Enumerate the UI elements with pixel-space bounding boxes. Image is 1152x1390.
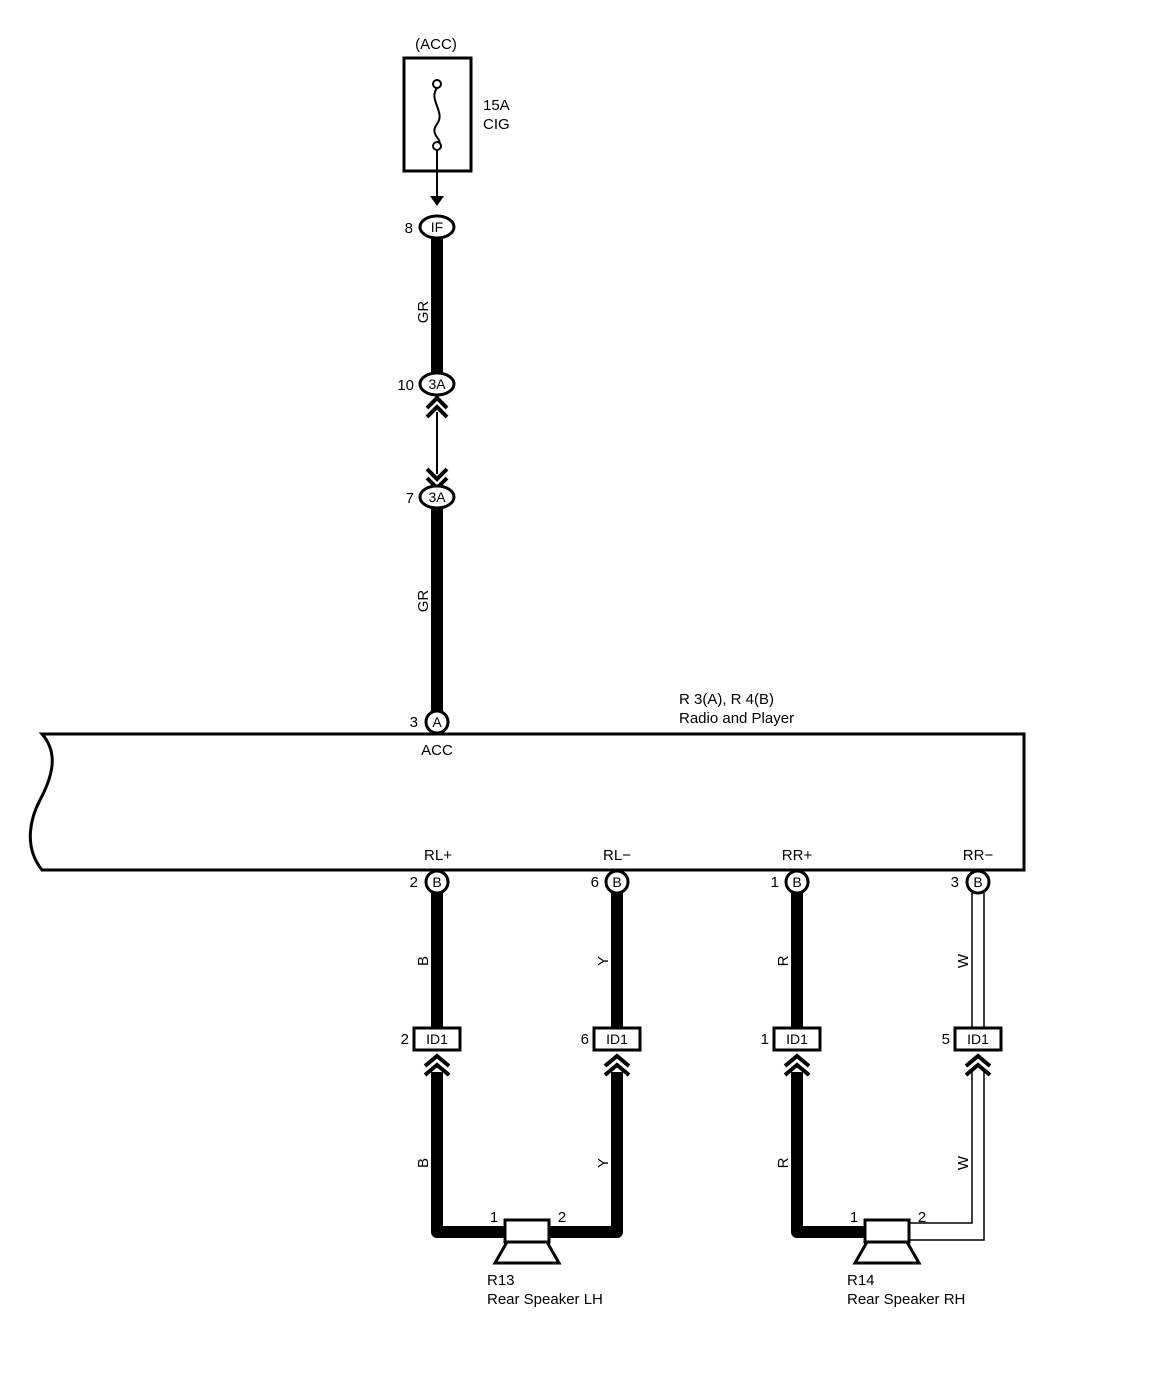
speaker-rh-cone-icon [852,1240,922,1265]
id1-rl-plus-pin: 2 [401,1031,409,1048]
connector-3a-lower-pin: 7 [406,490,414,507]
speaker-lh-pin1: 1 [490,1209,498,1226]
fuse-top-terminal [432,79,442,89]
speaker-lh-pin2: 2 [558,1209,566,1226]
connector-if-code: IF [431,219,443,235]
speaker-rh-pin2: 2 [918,1209,926,1226]
arrow-down-icon [430,196,444,206]
connector-if: 8 IF [405,214,456,240]
speaker-lh-magnet [503,1218,551,1244]
terminal-rl-plus-pin: 2 [410,874,418,891]
radio-acc-conn: A [432,714,442,730]
terminal-rr-plus-conn: B [792,874,801,890]
fuse-element-icon [433,87,441,147]
id1-rl-minus-pin: 6 [581,1031,589,1048]
speaker-rh-magnet [863,1218,911,1244]
wire-rl-minus-color-upper: Y [595,956,612,966]
wire-acc-lower: GR [415,508,443,711]
circuit-rr-minus: RR− 3 B W 5 ID1 W [909,847,1003,1241]
double-chevron-up-icon [423,1053,451,1077]
circuit-rl-plus: RL+ 2 B B 2 ID1 B [401,847,505,1238]
id1-rr-plus-pin: 1 [761,1031,769,1048]
radio-body [28,732,1026,872]
fuse-cig: (ACC) 15A CIG [402,36,510,173]
terminal-rl-minus-conn: B [612,874,621,890]
terminal-rl-plus-conn: B [432,874,441,890]
id1-rr-plus-code: ID1 [786,1031,808,1047]
wire-acc-upper-color: GR [415,301,432,324]
fuse-rating: 15A [483,97,510,114]
radio-acc-pin: 3 [410,714,418,731]
double-chevron-up-icon [783,1053,811,1077]
connector-3a-upper-pin: 10 [397,377,414,394]
fuse-name: CIG [483,116,510,133]
fuse-bottom-terminal [432,141,442,151]
id1-rr-minus-pin: 5 [942,1031,950,1048]
wire-rr-plus-color-upper: R [775,955,792,966]
connector-3a-upper-code: 3A [428,376,446,392]
speaker-lh-code: R13 [487,1272,515,1289]
speaker-rh-name: Rear Speaker RH [847,1291,965,1308]
terminal-rr-minus-name: RR− [963,847,994,864]
radio-acc-connector [424,709,450,735]
fuse-to-if-wire [430,150,444,206]
wire-rl-plus-color-lower: B [415,1158,432,1168]
wire-rr-plus-color-lower: R [775,1157,792,1168]
terminal-rl-minus-name: RL− [603,847,631,864]
id1-rl-minus-code: ID1 [606,1031,628,1047]
wire-acc-lower-color: GR [415,590,432,613]
speaker-lh-name: Rear Speaker LH [487,1291,603,1308]
wire-rl-minus-color-lower: Y [595,1158,612,1168]
junction-3a-link [425,395,449,491]
terminal-rr-minus-conn: B [973,874,982,890]
circuit-rl-minus: RL− 6 B Y 6 ID1 Y [549,847,642,1238]
radio-label-line2: Radio and Player [679,710,794,727]
terminal-rl-plus-name: RL+ [424,847,452,864]
wire-rl-plus-color-upper: B [415,956,432,966]
radio-and-player: R 3(A), R 4(B) Radio and Player 3 A ACC [28,691,1026,872]
fuse-power-source: (ACC) [415,36,457,53]
speaker-rh-code: R14 [847,1272,875,1289]
connector-if-pin: 8 [405,220,413,237]
wire-acc-upper: GR [415,238,443,374]
terminal-rr-minus-pin: 3 [951,874,959,891]
connector-3a-lower-code: 3A [428,489,446,505]
speaker-rh: 1 2 R14 Rear Speaker RH [847,1209,965,1308]
radio-acc-terminal: ACC [421,742,453,759]
double-chevron-up-icon [603,1053,631,1077]
double-chevron-up-icon [425,395,449,419]
id1-rl-plus-code: ID1 [426,1031,448,1047]
terminal-rl-minus-pin: 6 [591,874,599,891]
terminal-rr-plus-name: RR+ [782,847,813,864]
wire-rr-minus-color-upper: W [955,953,972,968]
speaker-rh-pin1: 1 [850,1209,858,1226]
wire-rr-minus-color-lower: W [955,1155,972,1170]
circuit-rr-plus: RR+ 1 B R 1 ID1 R [761,847,865,1238]
speaker-lh: 1 2 R13 Rear Speaker LH [487,1209,603,1308]
connector-3a-lower: 7 3A [406,484,456,510]
speaker-lh-cone-icon [492,1240,562,1265]
terminal-rr-plus-pin: 1 [771,874,779,891]
id1-rr-minus-code: ID1 [967,1031,989,1047]
double-chevron-up-icon [964,1053,992,1077]
connector-3a-upper: 10 3A [397,371,456,397]
radio-label-line1: R 3(A), R 4(B) [679,691,774,708]
